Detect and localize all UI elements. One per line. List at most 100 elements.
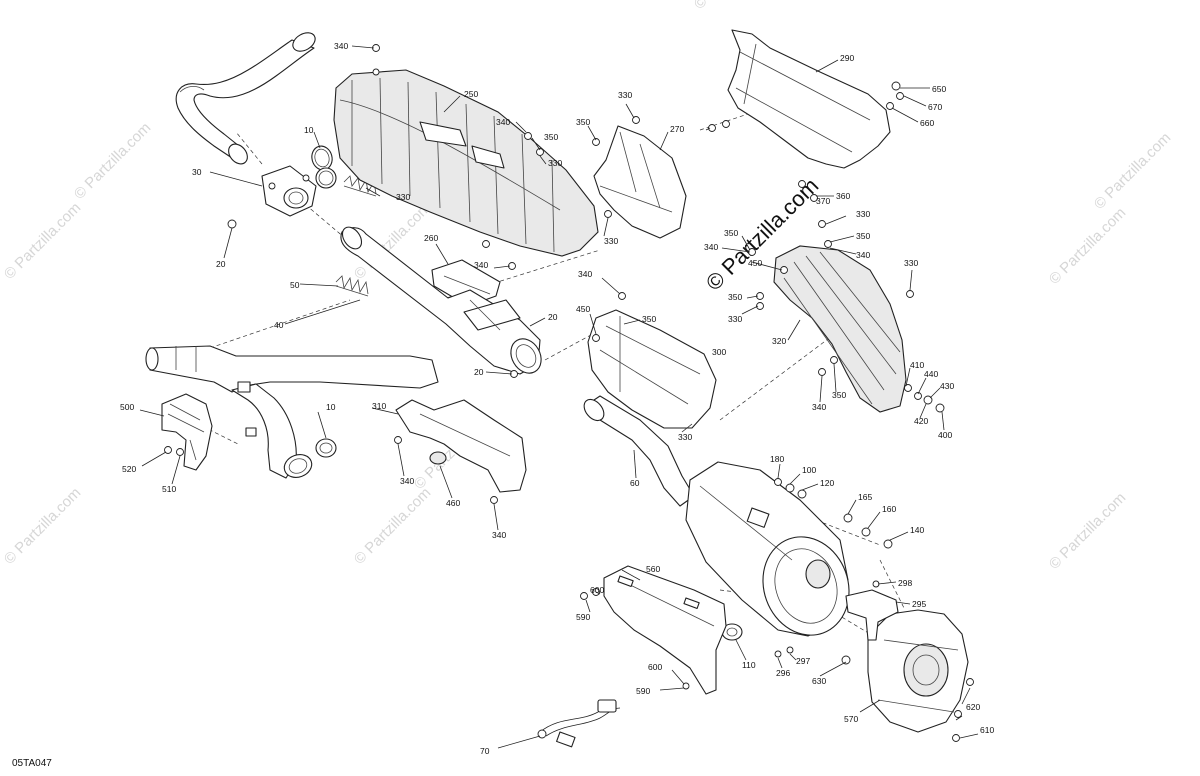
header-pipe-upper (175, 32, 316, 165)
muffler-body (685, 461, 850, 641)
callout-340: 340 (492, 530, 506, 540)
heat-shield-290 (727, 29, 891, 169)
callout-140: 140 (910, 525, 924, 535)
callout-450: 450 (748, 258, 762, 268)
watermark-text: © Partzilla.com (1046, 204, 1129, 287)
callout-360: 360 (836, 191, 850, 201)
callout-350: 350 (724, 228, 738, 238)
callout-670: 670 (928, 102, 942, 112)
callout-297: 297 (796, 656, 810, 666)
callout-296: 296 (776, 668, 790, 678)
callout-10: 10 (326, 402, 336, 412)
watermark-text: © Partzilla.com (351, 484, 434, 567)
gasket-ring-upper (311, 145, 337, 189)
callout-298: 298 (898, 578, 912, 588)
callout-510: 510 (162, 484, 176, 494)
callout-350: 350 (544, 132, 558, 142)
callout-60: 60 (630, 478, 640, 488)
callout-20: 20 (216, 259, 226, 269)
flange-joint (261, 165, 317, 217)
callout-330: 330 (728, 314, 742, 324)
watermark-text: © Partzilla.com (691, 0, 774, 13)
callout-310: 310 (372, 401, 386, 411)
diagram-code: 05TA047 (12, 758, 52, 769)
callout-610: 610 (980, 725, 994, 735)
callout-250: 250 (464, 89, 478, 99)
callout-330: 330 (678, 432, 692, 442)
callout-330: 330 (856, 209, 870, 219)
callout-100: 100 (802, 465, 816, 475)
heat-shield-320 (773, 245, 907, 413)
watermark-text: © Partzilla.com (1091, 129, 1174, 212)
watermark-text: © Partzilla.com (1, 199, 84, 282)
callout-340: 340 (812, 402, 826, 412)
leader-lines (139, 45, 979, 749)
front-pipe-lower (145, 345, 439, 479)
callout-330: 330 (548, 158, 562, 168)
callout-590: 590 (636, 686, 650, 696)
callout-500: 500 (120, 402, 134, 412)
callout-650: 650 (932, 84, 946, 94)
front-pipe-upper (340, 226, 542, 375)
callout-340: 340 (334, 41, 348, 51)
spring-lower (335, 275, 369, 297)
callout-350: 350 (856, 231, 870, 241)
callout-350: 350 (832, 390, 846, 400)
oxygen-sensor (537, 699, 621, 748)
callout-600: 600 (590, 585, 604, 595)
callout-160: 160 (882, 504, 896, 514)
callout-350: 350 (576, 117, 590, 127)
callout-340: 340 (400, 476, 414, 486)
callout-320: 320 (772, 336, 786, 346)
rear-pipe (583, 395, 695, 507)
callout-590: 590 (576, 612, 590, 622)
callout-20: 20 (474, 367, 484, 377)
callout-620: 620 (966, 702, 980, 712)
bracket-310 (395, 399, 527, 493)
callout-420: 420 (914, 416, 928, 426)
callout-350: 350 (642, 314, 656, 324)
callout-180: 180 (770, 454, 784, 464)
watermarks: © Partzilla.com © Partzilla.com © Partzi… (1, 0, 1174, 573)
callout-30: 30 (192, 167, 202, 177)
callout-340: 340 (474, 260, 488, 270)
watermark-text: © Partzilla.com (1, 484, 84, 567)
callout-340: 340 (856, 250, 870, 260)
callout-520: 520 (122, 464, 136, 474)
callout-370: 370 (816, 196, 830, 206)
callout-400: 400 (938, 430, 952, 440)
callout-440: 440 (924, 369, 938, 379)
heat-shield-main (333, 68, 599, 257)
callout-410: 410 (910, 360, 924, 370)
callout-340: 340 (578, 269, 592, 279)
callout-350: 350 (728, 292, 742, 302)
callout-20: 20 (548, 312, 558, 322)
callout-290: 290 (840, 53, 854, 63)
callout-560: 560 (646, 564, 660, 574)
muffler-end-cap (867, 609, 969, 733)
hardware-fasteners (164, 44, 974, 742)
heat-shield-300 (587, 309, 717, 429)
watermark-text: © Partzilla.com (71, 119, 154, 202)
callout-110: 110 (742, 660, 756, 670)
callouts: 340 250 10 30 330 20 50 40 340 350 330 3… (120, 41, 994, 756)
callout-10: 10 (304, 125, 314, 135)
callout-50: 50 (290, 280, 300, 290)
heat-shield-270 (593, 125, 687, 239)
callout-40: 40 (274, 320, 284, 330)
bracket-295 (845, 589, 899, 641)
callout-660: 660 (920, 118, 934, 128)
callout-340: 340 (704, 242, 718, 252)
gasket-ring-lower (315, 438, 337, 458)
callout-430: 430 (940, 381, 954, 391)
callout-450: 450 (576, 304, 590, 314)
callout-330: 330 (904, 258, 918, 268)
bracket-260 (431, 259, 501, 307)
callout-460: 460 (446, 498, 460, 508)
callout-600: 600 (648, 662, 662, 672)
callout-570: 570 (844, 714, 858, 724)
callout-630: 630 (812, 676, 826, 686)
watermark-text: © Partzilla.com (1046, 489, 1129, 572)
heat-guard-500 (161, 393, 213, 471)
